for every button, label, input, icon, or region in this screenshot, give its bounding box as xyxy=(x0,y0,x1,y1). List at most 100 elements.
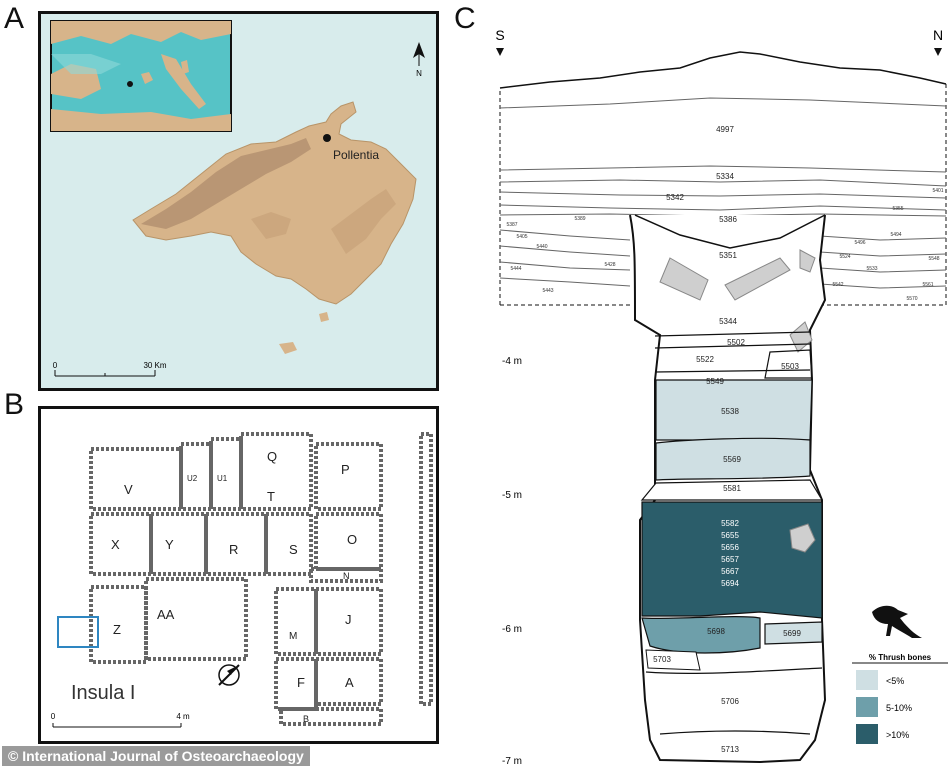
side-layer-5570: 5570 xyxy=(906,296,917,302)
insula-title: Insula I xyxy=(71,682,135,704)
legend-label-mid: 5-10% xyxy=(886,703,912,713)
wall-outlines xyxy=(89,432,433,726)
panel-b-label: B xyxy=(4,388,25,421)
side-layer-5444: 5444 xyxy=(510,266,521,272)
legend-label-high: >10% xyxy=(886,730,909,740)
panel-b-plan: V U2 U1 Q P T X Y R S O N AA Z M J F A B… xyxy=(38,406,439,744)
layer-5657: 5657 xyxy=(721,555,739,564)
scale-a-end: 30 Km xyxy=(143,361,166,370)
layer-5656: 5656 xyxy=(721,543,739,552)
layer-5713: 5713 xyxy=(721,745,739,754)
section-south-label: S xyxy=(495,27,504,43)
section-north-label: N xyxy=(933,27,943,43)
layer-5549: 5549 xyxy=(706,377,724,386)
north-arrow-icon xyxy=(413,42,425,66)
room-u1: U1 xyxy=(217,474,228,483)
mallorca-island xyxy=(132,101,417,305)
room-u2: U2 xyxy=(187,474,198,483)
scale-b-end: 4 m xyxy=(176,712,190,721)
plan-scale-bar xyxy=(52,723,182,728)
side-layer-5387: 5387 xyxy=(506,222,517,228)
side-layer-5428: 5428 xyxy=(604,262,615,268)
side-layer-5355: 5355 xyxy=(892,206,903,212)
serra-relief xyxy=(141,138,311,229)
side-layer-5533: 5533 xyxy=(866,266,877,272)
scale-b-start: 0 xyxy=(51,712,56,721)
insula-plan: V U2 U1 Q P T X Y R S O N AA Z M J F A B… xyxy=(51,432,433,728)
layer-5334: 5334 xyxy=(716,172,734,181)
layer-5698: 5698 xyxy=(707,627,725,636)
depth-label-7m: -7 m xyxy=(502,756,522,767)
thrush-bird-icon xyxy=(872,605,922,638)
legend-label-low: <5% xyxy=(886,676,904,686)
room-n: N xyxy=(343,571,350,581)
layer-5694: 5694 xyxy=(721,579,739,588)
stratigraphic-section: S N -4 m xyxy=(495,27,948,767)
side-layer-5548: 5548 xyxy=(928,256,939,262)
panel-a-map: N Pollentia 0 30 Km xyxy=(38,11,439,391)
room-v: V xyxy=(124,482,133,497)
side-layer-5561: 5561 xyxy=(922,282,933,288)
layer-5342: 5342 xyxy=(666,193,684,202)
side-layer-5389: 5389 xyxy=(574,216,585,222)
copyright-notice: © International Journal of Osteoarchaeol… xyxy=(2,746,310,766)
room-f: F xyxy=(297,675,305,690)
legend-swatch-low xyxy=(856,670,878,690)
side-layer-5494: 5494 xyxy=(890,232,901,238)
panel-a-label: A xyxy=(4,2,25,35)
compass-icon xyxy=(218,664,240,686)
side-layer-5524: 5524 xyxy=(839,254,850,260)
room-x: X xyxy=(111,537,120,552)
layer-5699: 5699 xyxy=(783,629,801,638)
layer-4997: 4997 xyxy=(716,125,734,134)
room-s: S xyxy=(289,542,298,557)
side-layer-5443: 5443 xyxy=(542,288,553,294)
room-m: M xyxy=(289,631,297,642)
room-t: T xyxy=(267,489,275,504)
room-o: O xyxy=(347,532,357,547)
layer-5569: 5569 xyxy=(723,455,741,464)
inset-mediterranean-map xyxy=(50,20,232,132)
room-aa: AA xyxy=(157,607,175,622)
side-layer-5401: 5401 xyxy=(932,188,943,194)
layer-5344: 5344 xyxy=(719,317,737,326)
layer-5502: 5502 xyxy=(727,338,745,347)
room-a: A xyxy=(345,675,354,690)
layer-5703: 5703 xyxy=(653,655,671,664)
map-north-label: N xyxy=(416,69,422,78)
layer-5503: 5503 xyxy=(781,362,799,371)
room-p: P xyxy=(341,462,350,477)
room-q: Q xyxy=(267,449,277,464)
scale-a-start: 0 xyxy=(53,361,58,370)
side-layer-5405: 5405 xyxy=(516,234,527,240)
layer-5706: 5706 xyxy=(721,697,739,706)
panel-c-label: C xyxy=(454,2,476,35)
layer-5351: 5351 xyxy=(719,251,737,260)
room-y: Y xyxy=(165,537,174,552)
layer-5582: 5582 xyxy=(721,519,739,528)
side-layer-5542: 5542 xyxy=(832,282,843,288)
layer-5522: 5522 xyxy=(696,355,714,364)
mallorca-map: N Pollentia 0 30 Km xyxy=(50,20,425,377)
legend-swatch-mid xyxy=(856,697,878,717)
legend-swatch-high xyxy=(856,724,878,744)
room-r: R xyxy=(229,542,238,557)
highlight-box xyxy=(57,616,99,648)
depth-label-5m: -5 m xyxy=(502,490,522,501)
room-j: J xyxy=(345,612,352,627)
side-layer-5496: 5496 xyxy=(854,240,865,246)
depth-label-4m: -4 m xyxy=(502,356,522,367)
legend-title: % Thrush bones xyxy=(869,653,932,662)
pollentia-marker xyxy=(323,134,331,142)
room-b: B xyxy=(303,714,309,724)
layer-5667: 5667 xyxy=(721,567,739,576)
map-a-scale-bar xyxy=(54,370,156,377)
pollentia-label: Pollentia xyxy=(333,148,379,162)
layer-5386: 5386 xyxy=(719,215,737,224)
layer-5655: 5655 xyxy=(721,531,739,540)
layer-5581: 5581 xyxy=(723,484,741,493)
side-layer-5440: 5440 xyxy=(536,244,547,250)
depth-label-6m: -6 m xyxy=(502,624,522,635)
layer-5538: 5538 xyxy=(721,407,739,416)
room-z: Z xyxy=(113,622,121,637)
